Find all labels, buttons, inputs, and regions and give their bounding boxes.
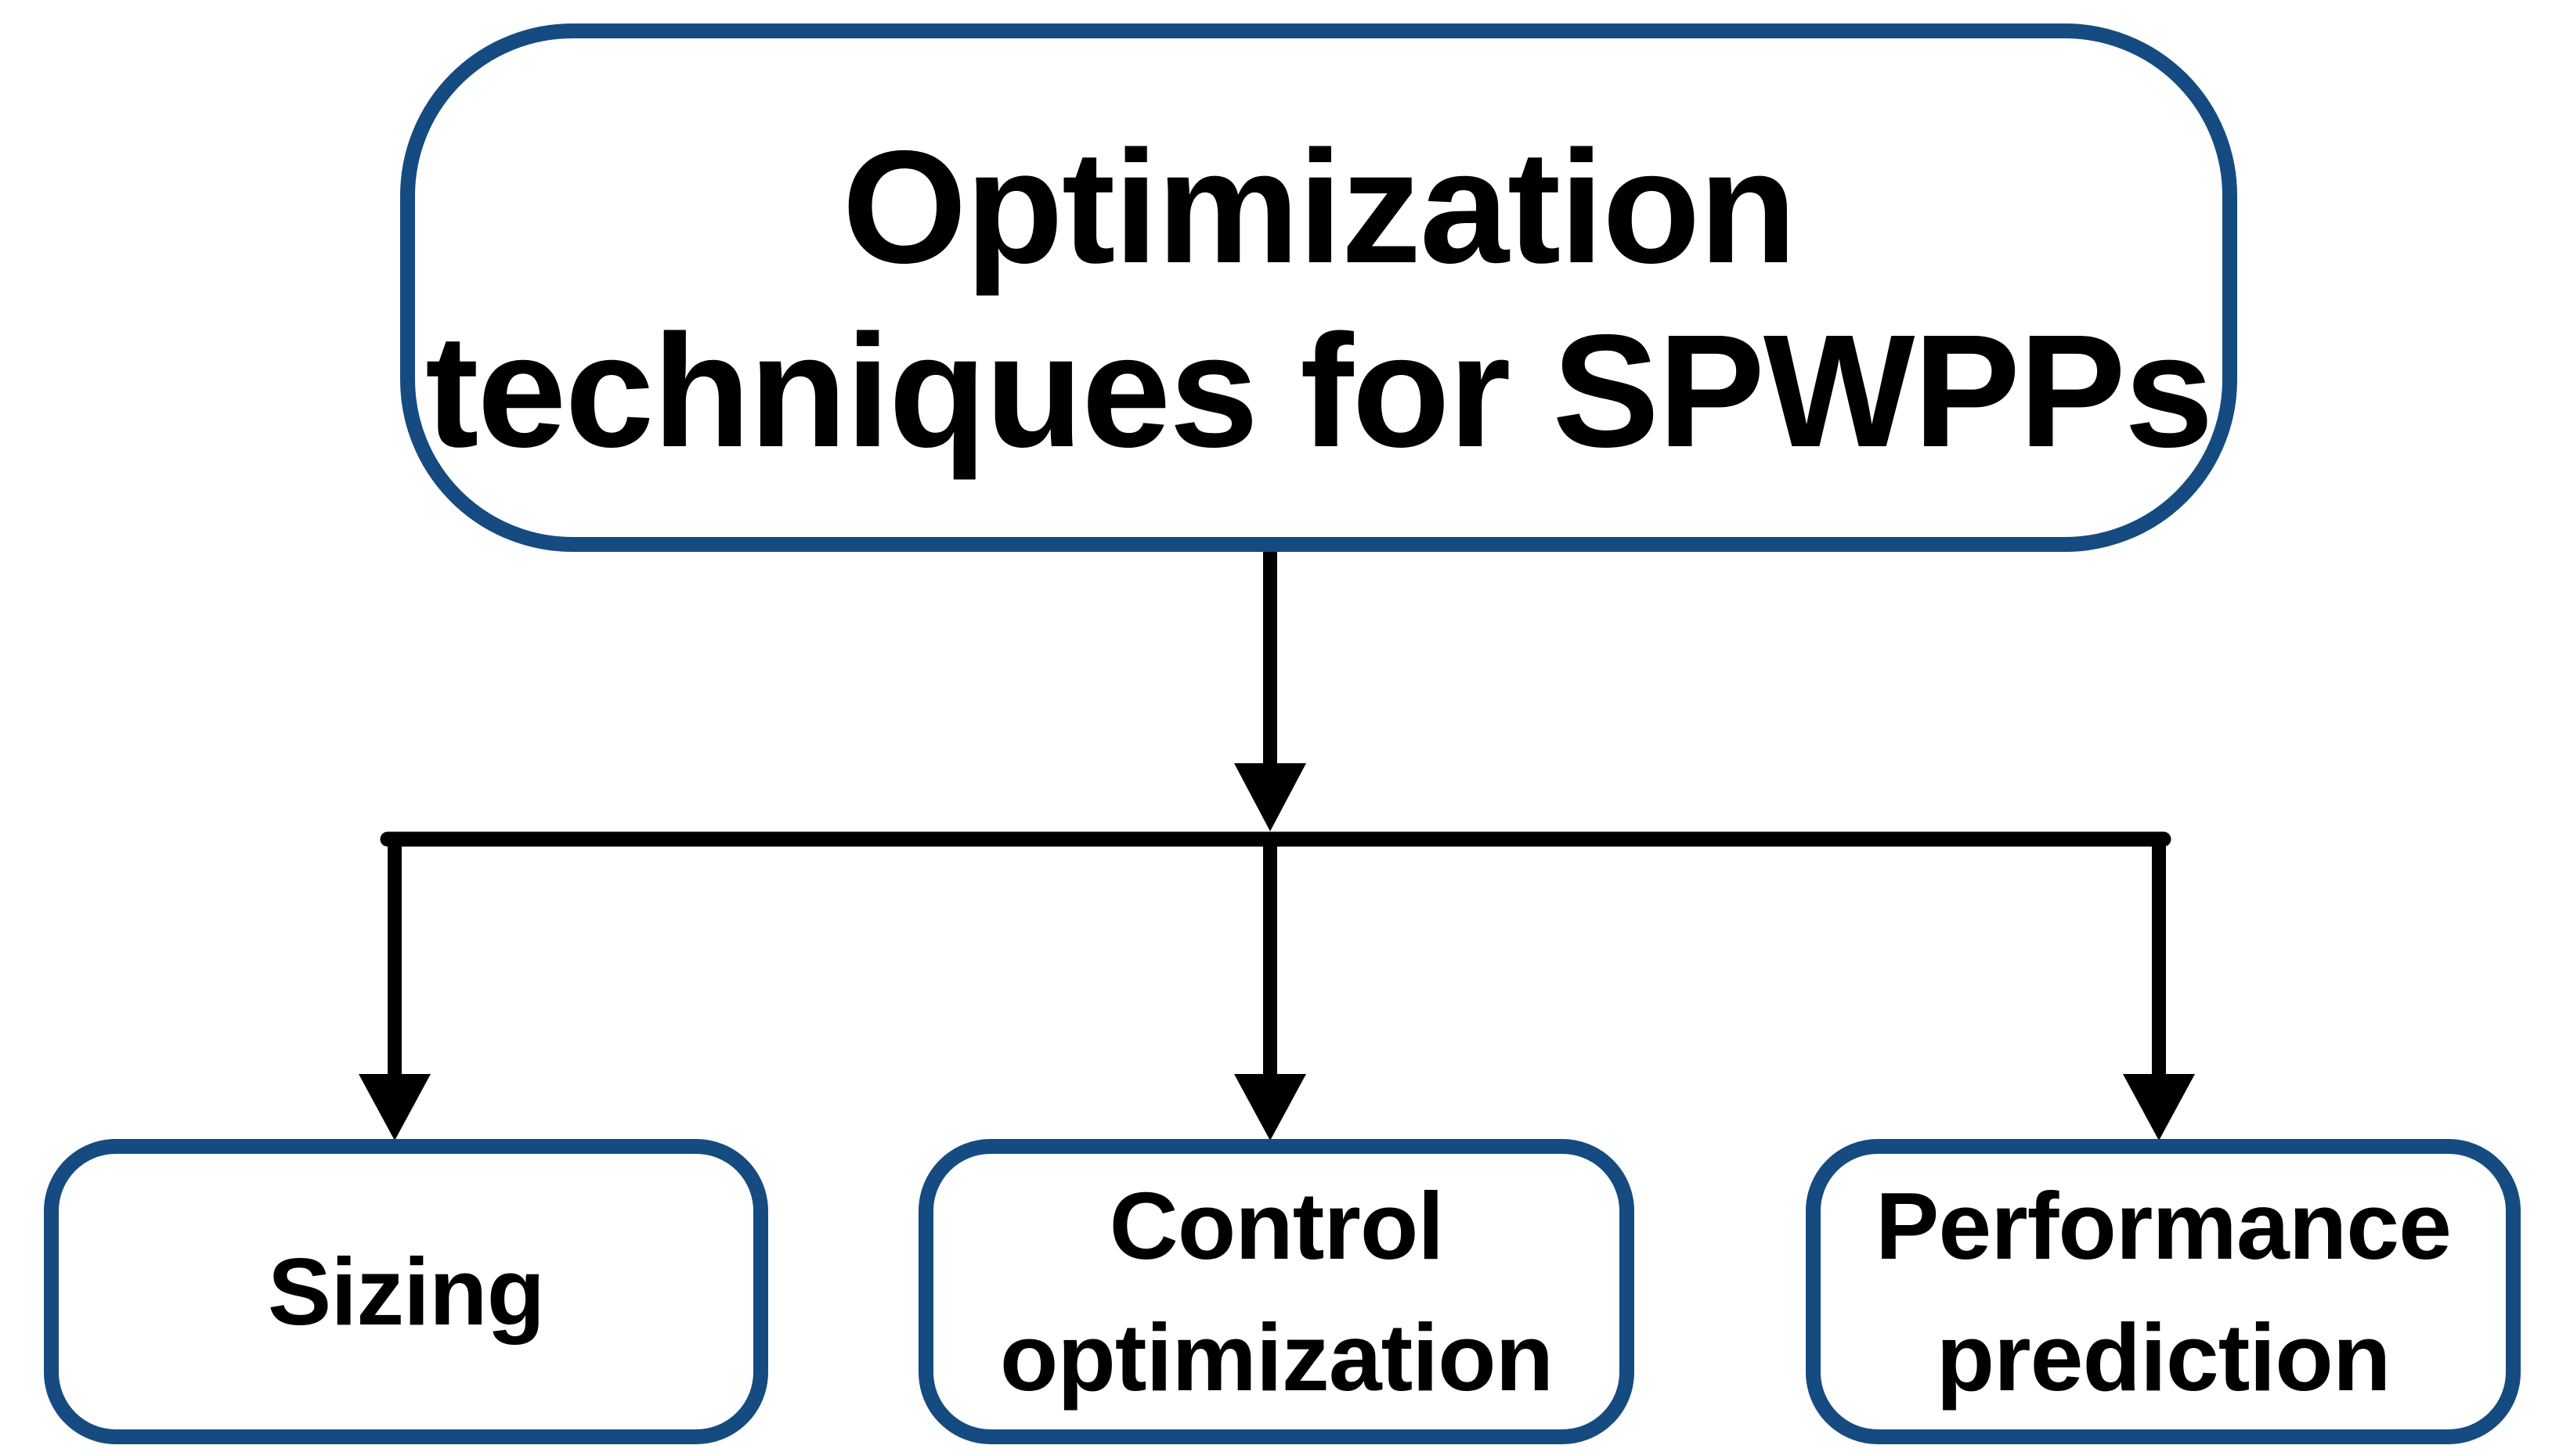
branch-arrowhead-left-icon [359, 1074, 431, 1141]
node-sizing: Sizing [44, 1139, 768, 1444]
branch-arrowhead-right-icon [2123, 1074, 2195, 1141]
root-title-line1: Optimization [842, 117, 1796, 297]
branch-arrowhead-middle-icon [1234, 1074, 1306, 1141]
node-optimization-techniques: Optimization techniques for SPWPPs [400, 23, 2237, 552]
root-title-line2: techniques for SPWPPs [425, 301, 2214, 481]
node-performance-prediction-label: Performance prediction [1875, 1173, 2452, 1411]
node-control-optimization-label: Control optimization [999, 1173, 1554, 1411]
node-sizing-label: Sizing [267, 1238, 545, 1345]
node-control-optimization: Control optimization [919, 1139, 1634, 1444]
node-performance-prediction: Performance prediction [1806, 1139, 2521, 1444]
root-node-title: Optimization techniques for SPWPPs [425, 93, 2214, 483]
trunk-arrowhead-icon [1234, 763, 1306, 831]
